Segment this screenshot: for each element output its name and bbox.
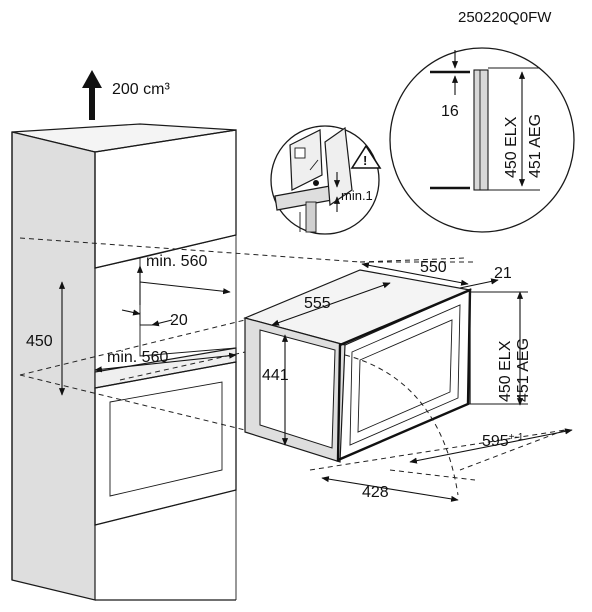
detail-height-aeg-label: 451 AEG [527, 114, 544, 178]
gap-label: 20 [170, 312, 188, 329]
niche-depth-label: min. 560 [146, 253, 207, 270]
detail-height-elx-label: 450 ELX [503, 116, 520, 178]
body-width-label: 428 [362, 484, 389, 501]
door-swing-arc [344, 354, 459, 496]
niche-width-label: min. 560 [107, 349, 168, 366]
appliance-height-aeg-label: 451 AEG [515, 338, 532, 402]
min-gap-label: min.1 [341, 188, 373, 203]
front-width-label: 595+-1 [482, 432, 524, 450]
detail-top-label: 16 [441, 103, 459, 120]
ventilation-arrow [82, 70, 102, 120]
document-code: 250220Q0FW [458, 9, 552, 26]
appliance-dimensions [271, 262, 573, 502]
detail-circle-height [389, 47, 575, 233]
detail-circle-gap [270, 125, 382, 235]
appliance-height-elx-label: 450 ELX [497, 340, 514, 402]
body-depth-label: 555 [304, 295, 331, 312]
ventilation-label: 200 cm³ [112, 81, 170, 98]
body-height-label: 441 [262, 367, 289, 384]
niche-dimensions [58, 265, 237, 396]
front-offset-label: 21 [494, 265, 512, 282]
appliance-depth-label: 550 [420, 259, 447, 276]
warning-symbol: ! [363, 153, 367, 168]
niche-height-label: 450 [26, 333, 53, 350]
appliance [243, 269, 473, 463]
